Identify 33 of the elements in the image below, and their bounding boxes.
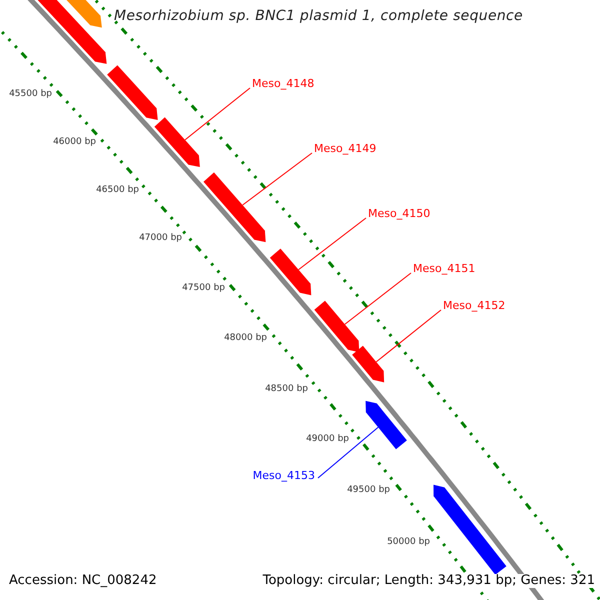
leader-line	[318, 426, 379, 478]
scale-label: 49000 bp	[306, 435, 349, 445]
gene-label: Meso_4152	[443, 300, 506, 312]
gene-feature	[366, 400, 407, 450]
scale-label: 49500 bp	[347, 486, 390, 496]
scale-label: 47500 bp	[182, 284, 225, 294]
scale-label: 47000 bp	[139, 234, 182, 244]
scale-label: 46500 bp	[96, 186, 139, 196]
gene-feature	[434, 484, 506, 575]
gene-label: Meso_4149	[314, 143, 376, 156]
scale-label: 45500 bp	[9, 90, 52, 100]
leader-line	[344, 272, 412, 325]
gene-label: Meso_4148	[252, 78, 314, 90]
gene-feature	[204, 172, 266, 242]
gene-label: Meso_4150	[368, 208, 430, 220]
leader-line	[376, 310, 442, 362]
gene-feature	[270, 248, 312, 296]
gene-label: Meso_4151	[413, 263, 476, 276]
scale-label: 46000 bp	[53, 138, 96, 148]
gene-feature	[154, 117, 200, 167]
gene-feature	[352, 346, 384, 382]
leader-line	[184, 88, 250, 140]
gene-label: Meso_4153	[252, 470, 315, 482]
map-title: Mesorhizobium sp. BNC1 plasmid 1, complete sequence	[114, 9, 523, 24]
accession-text: Accession: NC_008242	[9, 574, 157, 588]
scale-label: 48000 bp	[224, 334, 267, 344]
leader-line	[242, 152, 312, 206]
scale-label: 48500 bp	[265, 385, 308, 395]
gene-feature	[314, 300, 360, 352]
scale-label: 50000 bp	[387, 538, 430, 548]
leader-line	[298, 218, 366, 270]
gene-feature	[107, 65, 158, 120]
summary-text: Topology: circular; Length: 343,931 bp; Genes: 321	[262, 574, 595, 588]
